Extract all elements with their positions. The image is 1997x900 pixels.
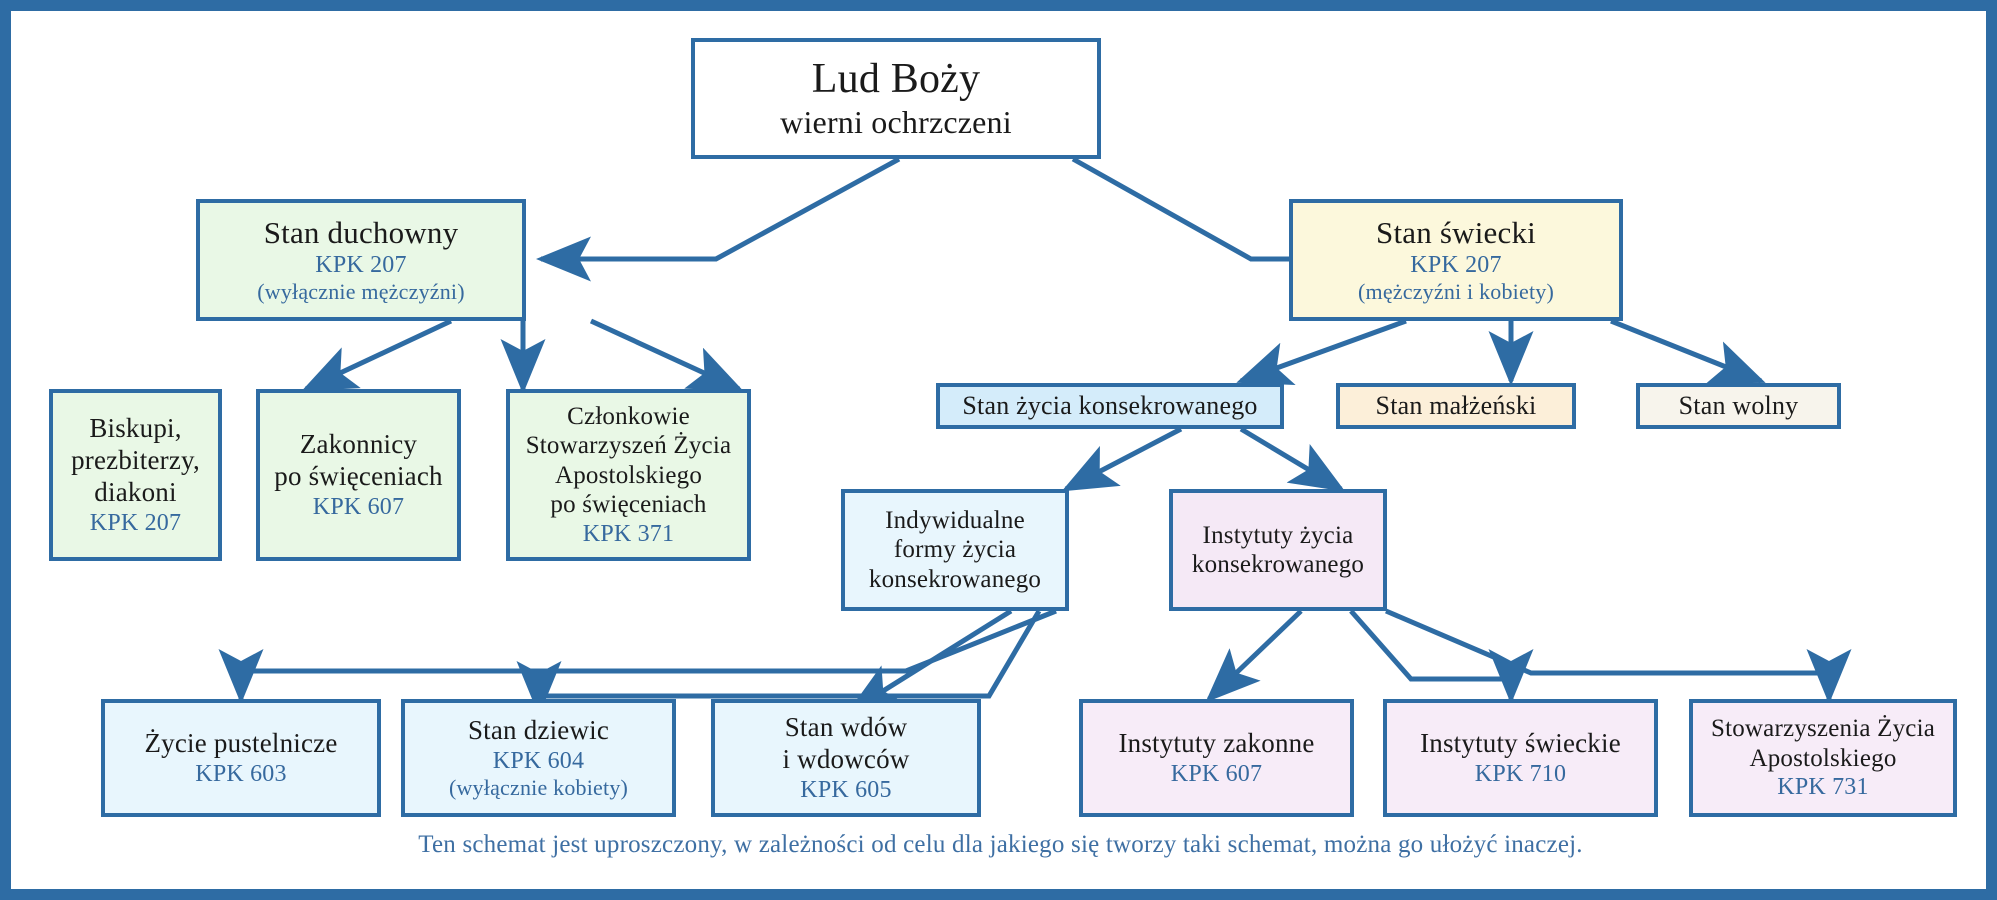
link-consecrated-to-institutes (1239, 426, 1346, 492)
node-widows-line2: i wdowców (782, 743, 910, 774)
node-apostolic-members-line3: Apostolskiego (554, 461, 703, 489)
node-root-line1: Lud Boży (811, 55, 981, 102)
node-apostolic-societies[interactable]: Stowarzyszenia Życia Apostolskiego KPK 7… (1689, 699, 1957, 817)
node-religious-ordained[interactable]: Zakonnicy po święceniach KPK 607 (256, 389, 461, 561)
node-root[interactable]: Lud Boży wierni ochrzczeni (691, 38, 1101, 159)
node-virgins-line1: Stan dziewic (467, 714, 610, 745)
node-lay-line3: (mężczyźni i kobiety) (1357, 279, 1554, 305)
node-secular-institutes[interactable]: Instytuty świeckie KPK 710 (1383, 699, 1658, 817)
node-apostolic-societies-line3: KPK 731 (1777, 774, 1869, 801)
node-consecrated-state[interactable]: Stan życia konsekrowanego (936, 383, 1284, 429)
node-widows[interactable]: Stan wdów i wdowców KPK 605 (711, 699, 981, 817)
node-religious-ordained-line3: KPK 607 (312, 493, 405, 520)
node-individual-forms-line3: konsekrowanego (868, 565, 1042, 593)
node-hermit-life-line1: Życie pustelnicze (144, 727, 338, 758)
link-institutes-to-secular-institutes (1349, 609, 1534, 704)
node-secular-institutes-line1: Instytuty świeckie (1420, 727, 1621, 758)
node-institutes-consecrated-line2: konsekrowanego (1191, 551, 1365, 578)
node-apostolic-societies-line2: Apostolskiego (1749, 744, 1897, 772)
node-hermit-life[interactable]: Życie pustelnicze KPK 603 (101, 699, 381, 817)
link-individual-to-virgins (516, 609, 1042, 716)
node-hermit-life-line2: KPK 603 (195, 760, 287, 787)
link-individual-to-hermit (218, 608, 1057, 704)
link-clergy-to-bishops (301, 318, 453, 392)
node-married-state[interactable]: Stan małżeński (1336, 383, 1576, 429)
node-root-line2: wierni ochrzczeni (780, 104, 1012, 141)
link-individual-to-widows (846, 608, 1013, 714)
node-lay[interactable]: Stan świecki KPK 207 (mężczyźni i kobiet… (1289, 199, 1623, 321)
node-clergy-line3: (wyłącznie mężczyźni) (257, 279, 465, 305)
link-consecrated-to-individual (1061, 426, 1183, 492)
node-religious-institutes-line2: KPK 607 (1170, 760, 1263, 787)
node-bishops-line1: Biskupi, (89, 413, 182, 444)
node-married-state-line1: Stan małżeński (1375, 390, 1537, 420)
node-virgins[interactable]: Stan dziewic KPK 604 (wyłącznie kobiety) (401, 699, 676, 817)
diagram-inner-frame: Lud Boży wierni ochrzczeni Stan duchowny… (9, 9, 1988, 891)
node-institutes-consecrated-line1: Instytuty życia (1202, 521, 1354, 549)
node-bishops-line2: prezbiterzy, (71, 444, 200, 475)
node-lay-line2: KPK 207 (1410, 252, 1502, 279)
node-clergy-line1: Stan duchowny (263, 214, 459, 250)
node-apostolic-members-line1: Członkowie (567, 402, 690, 430)
node-bishops-line4: KPK 207 (89, 509, 182, 536)
node-religious-ordained-line1: Zakonnicy (299, 428, 418, 459)
node-bishops-line3: diakoni (94, 476, 177, 507)
node-apostolic-members-line4: po święceniach (550, 491, 707, 519)
node-individual-forms[interactable]: Indywidualne formy życia konsekrowanego (841, 489, 1069, 611)
link-clergy-to-apostolic (589, 318, 744, 392)
node-religious-institutes[interactable]: Instytuty zakonne KPK 607 (1079, 699, 1354, 817)
node-secular-institutes-line2: KPK 710 (1474, 760, 1567, 787)
node-virgins-line2: KPK 604 (492, 747, 585, 774)
node-widows-line1: Stan wdów (784, 711, 908, 742)
link-lay-to-consecrated (1236, 318, 1407, 386)
node-individual-forms-line1: Indywidualne (885, 506, 1025, 534)
node-virgins-line3: (wyłącznie kobiety) (448, 775, 629, 801)
node-lay-line1: Stan świecki (1376, 214, 1536, 250)
node-consecrated-state-line1: Stan życia konsekrowanego (962, 390, 1258, 420)
node-bishops[interactable]: Biskupi, prezbiterzy, diakoni KPK 207 (49, 389, 222, 561)
diagram-canvas: Lud Boży wierni ochrzczeni Stan duchowny… (11, 11, 1990, 893)
node-apostolic-members[interactable]: Członkowie Stowarzyszeń Życia Apostolski… (506, 389, 751, 561)
node-single-state-line1: Stan wolny (1678, 390, 1799, 420)
node-religious-ordained-line2: po święceniach (274, 460, 443, 491)
node-individual-forms-line2: formy życia (893, 536, 1017, 564)
node-apostolic-members-line2: Stowarzyszeń Życia (525, 432, 732, 460)
node-clergy-line2: KPK 207 (315, 252, 407, 279)
node-apostolic-members-line5: KPK 371 (582, 520, 675, 547)
link-root-to-clergy (536, 156, 901, 282)
node-institutes-consecrated[interactable]: Instytuty życia konsekrowanego (1169, 489, 1387, 611)
node-clergy[interactable]: Stan duchowny KPK 207 (wyłącznie mężczyź… (196, 199, 526, 321)
link-institutes-to-religious-institutes (1205, 609, 1303, 703)
node-single-state[interactable]: Stan wolny (1636, 383, 1841, 429)
link-lay-to-single (1610, 318, 1766, 384)
link-institutes-to-apostolic-societies (1385, 608, 1852, 704)
node-widows-line3: KPK 605 (800, 776, 892, 803)
diagram-caption: Ten schemat jest uproszczony, w zależnoś… (418, 831, 1583, 858)
node-apostolic-societies-line1: Stowarzyszenia Życia (1710, 715, 1936, 743)
node-religious-institutes-line1: Instytuty zakonne (1118, 727, 1315, 758)
